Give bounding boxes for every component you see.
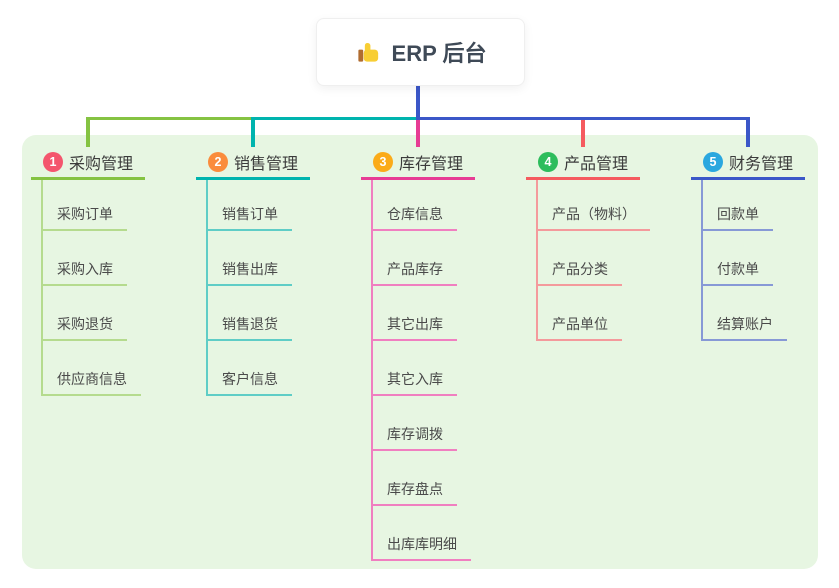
leaf-node[interactable]: 产品库存: [371, 258, 457, 286]
root-label: ERP 后台: [391, 41, 487, 66]
leaf-node[interactable]: 销售出库: [206, 258, 292, 286]
leaf-node[interactable]: 仓库信息: [371, 203, 457, 231]
leaf-node[interactable]: 其它入库: [371, 368, 457, 396]
branch-number-badge: 1: [43, 151, 63, 172]
branch-number-badge: 4: [538, 151, 558, 172]
leaf-node[interactable]: 供应商信息: [41, 368, 141, 396]
leaf-node[interactable]: 采购订单: [41, 203, 127, 231]
leaf-node[interactable]: 库存调拨: [371, 423, 457, 451]
leaf-node[interactable]: 采购入库: [41, 258, 127, 286]
branch-title-label: 库存管理: [399, 155, 464, 173]
leaf-node[interactable]: 客户信息: [206, 368, 292, 396]
leaf-node[interactable]: 销售订单: [206, 203, 292, 231]
branch-title-label: 产品管理: [564, 155, 629, 173]
branch-node-4[interactable]: 4 产品管理: [526, 146, 640, 180]
leaf-node[interactable]: 付款单: [701, 258, 773, 286]
branch-node-5[interactable]: 5 财务管理: [691, 146, 805, 180]
branch-drop-2: [251, 120, 255, 147]
branch-subtree-line: [41, 180, 43, 396]
leaf-node[interactable]: 产品（物料）: [536, 203, 650, 231]
root-stem: [416, 84, 420, 120]
branch-drop-5: [746, 120, 750, 147]
mindmap-panel: [22, 135, 818, 569]
leaf-node[interactable]: 回款单: [701, 203, 773, 231]
branch-number-badge: 2: [208, 151, 228, 172]
branch-node-3[interactable]: 3 库存管理: [361, 146, 475, 180]
leaf-node[interactable]: 结算账户: [701, 313, 787, 341]
leaf-node[interactable]: 出库库明细: [371, 533, 471, 561]
trunk-segment-right: [416, 117, 750, 120]
branch-title-label: 销售管理: [234, 155, 299, 173]
root-node[interactable]: ERP 后台: [316, 18, 525, 86]
branch-drop-1: [86, 120, 90, 147]
branch-drop-4: [581, 120, 585, 147]
branch-title-label: 采购管理: [69, 155, 134, 173]
branch-number-badge: 5: [703, 151, 723, 172]
branch-subtree-line: [206, 180, 208, 396]
branch-node-2[interactable]: 2 销售管理: [196, 146, 310, 180]
branch-number-badge: 3: [373, 151, 393, 172]
leaf-node[interactable]: 其它出库: [371, 313, 457, 341]
leaf-node[interactable]: 库存盘点: [371, 478, 457, 506]
leaf-node[interactable]: 产品单位: [536, 313, 622, 341]
branch-subtree-line: [701, 180, 703, 341]
thumbs-up-icon: [355, 39, 382, 66]
branch-title-label: 财务管理: [729, 155, 794, 173]
branch-subtree-line: [536, 180, 538, 341]
leaf-node[interactable]: 销售退货: [206, 313, 292, 341]
branch-drop-3: [416, 120, 420, 147]
leaf-node[interactable]: 产品分类: [536, 258, 622, 286]
trunk-segment-left: [86, 117, 255, 120]
branch-subtree-line: [371, 180, 373, 561]
leaf-node[interactable]: 采购退货: [41, 313, 127, 341]
branch-node-1[interactable]: 1 采购管理: [31, 146, 145, 180]
trunk-segment-mid: [251, 117, 420, 120]
